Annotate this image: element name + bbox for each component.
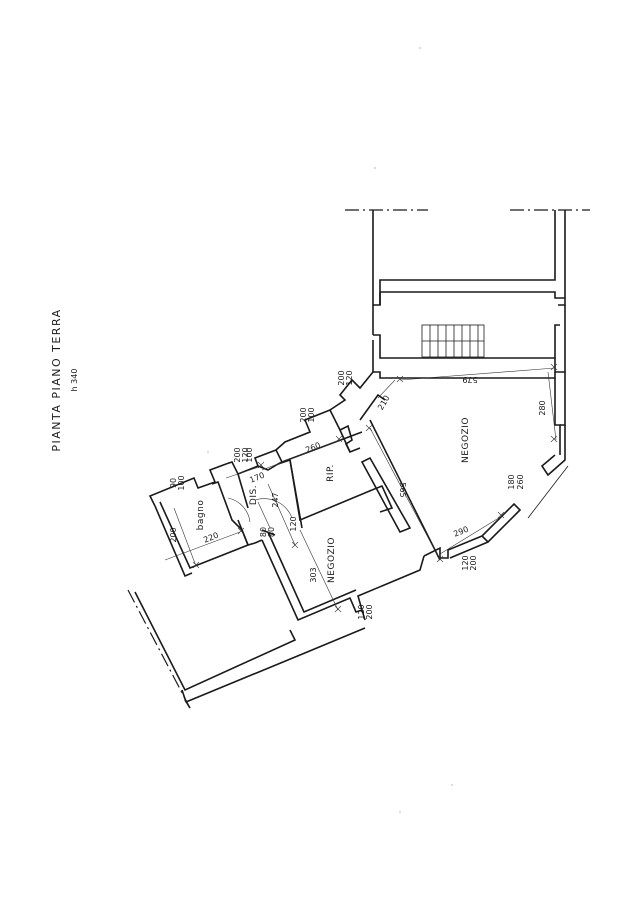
- room-label-bagno: bagno: [196, 500, 206, 531]
- dim-260-b: 260: [516, 474, 525, 489]
- dimension-lines: [164, 367, 557, 611]
- dim-80-a: 80: [259, 527, 268, 537]
- dim-120-e: 120: [461, 555, 470, 570]
- dim-200-c: 200: [233, 447, 242, 462]
- dim-120-b: 120: [241, 447, 250, 462]
- door-swings: [227, 497, 293, 529]
- dim-200-b: 200: [299, 407, 308, 422]
- dim-260: 260: [304, 441, 322, 455]
- dim-80-b: 80: [267, 527, 276, 537]
- dimension-ticks: [192, 363, 558, 613]
- dim-579: 579: [462, 375, 477, 384]
- dim-100-c: 100: [245, 447, 254, 462]
- dim-90: 90: [169, 478, 178, 488]
- dim-200-a: 200: [337, 370, 346, 385]
- dim-200-f: 200: [469, 555, 478, 570]
- dim-210: 210: [376, 394, 391, 412]
- dim-120-d: 120: [357, 604, 366, 619]
- room-label-negozio-main: NEGOZIO: [461, 417, 471, 463]
- staircase: [421, 324, 485, 358]
- room-label-dis: DIS.: [249, 485, 259, 505]
- room-label-negozio-small: NEGOZIO: [327, 537, 337, 583]
- dim-200-d: 200: [169, 527, 178, 542]
- boundary-line-bottom-left: [127, 589, 191, 709]
- dim-120-a: 120: [345, 370, 354, 385]
- dim-170: 170: [248, 471, 266, 485]
- dim-247: 247: [271, 492, 280, 507]
- dim-303: 303: [309, 567, 318, 582]
- dim-565: 565: [398, 482, 407, 497]
- dim-290: 290: [452, 525, 470, 539]
- dim-180: 180: [507, 474, 516, 489]
- room-label-rip: RIP.: [326, 464, 336, 482]
- dim-280: 280: [538, 400, 547, 415]
- main-walls: [134, 371, 569, 709]
- glass-line: [527, 465, 569, 519]
- dimension-labels: 579 280 210 565 260 170 247 220 290 303 …: [169, 370, 547, 619]
- dim-100-a: 100: [307, 407, 316, 422]
- height-note: h 340: [70, 369, 79, 392]
- dim-200-e: 200: [365, 604, 374, 619]
- dim-120-c: 120: [289, 516, 298, 531]
- paper-specks: [207, 47, 453, 813]
- upper-corridor-walls: [372, 210, 566, 373]
- plan-title-group: PIANTA PIANO TERRA h 340: [50, 308, 79, 451]
- plan-title: PIANTA PIANO TERRA: [50, 308, 63, 451]
- dim-100-b: 100: [177, 475, 186, 490]
